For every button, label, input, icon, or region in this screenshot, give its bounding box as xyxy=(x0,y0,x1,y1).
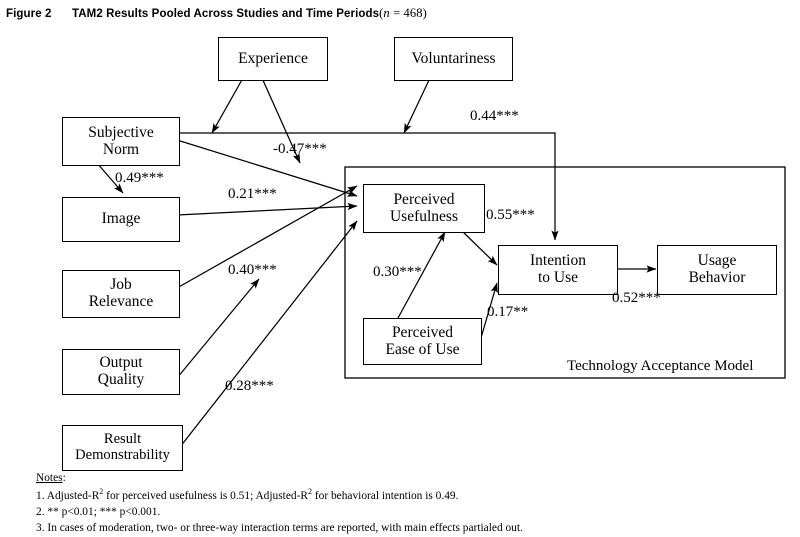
node-usage-behavior-label-2: Behavior xyxy=(688,269,746,286)
node-subjective-norm-label-2: Norm xyxy=(102,140,140,158)
note-1-pre: Adjusted-R xyxy=(46,489,100,502)
note-item-3: 3. In cases of moderation, two- or three… xyxy=(36,520,756,536)
node-perceived-usefulness[interactable]: Perceived Usefulness xyxy=(363,184,485,233)
node-usage-behavior[interactable]: Usage Behavior xyxy=(657,245,777,295)
node-job-relevance-label-2: Relevance xyxy=(88,293,154,310)
node-perceived-usefulness-label-2: Usefulness xyxy=(389,207,459,225)
node-intention-to-use[interactable]: Intention to Use xyxy=(498,245,618,295)
path-label-peou-to-pu: 0.30*** xyxy=(373,264,422,280)
note-2-text: ** p<0.01; *** p<0.001. xyxy=(47,506,161,519)
node-usage-behavior-label-1: Usage xyxy=(697,252,737,270)
path-label-experience-moderation: -0.47*** xyxy=(273,141,327,157)
path-label-resultdemo-to-pu: 0.28*** xyxy=(225,378,274,394)
note-1-sup2: 2 xyxy=(307,487,312,497)
note-2-number: 2. xyxy=(36,506,45,519)
node-result-demonstrability-label-1: Result xyxy=(103,431,142,448)
note-1-post: for behavioral intention is 0.49. xyxy=(311,489,459,502)
figure-n-open: ( xyxy=(379,6,384,20)
path-label-jobrel-outqual-to-pu: 0.40*** xyxy=(228,262,277,278)
node-subjective-norm-label-1: Subjective xyxy=(88,123,154,141)
figure-n-equals: = xyxy=(393,6,401,20)
node-image[interactable]: Image xyxy=(62,197,180,242)
node-intention-to-use-label-1: Intention xyxy=(530,252,586,270)
node-intention-to-use-label-2: to Use xyxy=(537,269,579,286)
notes-block: Notes: 1. Adjusted-R2 for perceived usef… xyxy=(36,470,756,537)
note-item-2: 2. ** p<0.01; *** p<0.001. xyxy=(36,504,756,520)
note-3-text: In cases of moderation, two- or three-wa… xyxy=(47,522,523,535)
node-output-quality[interactable]: Output Quality xyxy=(62,349,180,395)
note-1-number: 1. xyxy=(36,489,45,502)
node-perceived-usefulness-label-1: Perceived xyxy=(393,190,455,208)
node-output-quality-label-2: Quality xyxy=(97,371,145,388)
note-item-1: 1. Adjusted-R2 for perceived usefulness … xyxy=(36,486,756,504)
node-perceived-ease-of-use-label-2: Ease of Use xyxy=(385,340,460,358)
path-label-intention-to-usage: 0.52*** xyxy=(612,290,661,306)
path-label-sn-to-image: 0.49*** xyxy=(115,170,164,186)
tam-container-caption: Technology Acceptance Model xyxy=(567,358,754,374)
node-experience[interactable]: Experience xyxy=(218,37,328,81)
figure-number: Figure 2 xyxy=(6,8,52,20)
notes-heading: Notes: xyxy=(36,470,756,486)
path-label-sn-to-intention: 0.44*** xyxy=(470,108,519,124)
notes-title: Notes xyxy=(36,472,63,484)
notes-colon: : xyxy=(62,472,66,484)
figure-n-value: 468) xyxy=(403,6,427,20)
note-1-sup: 2 xyxy=(99,487,104,497)
node-result-demonstrability-label-2: Demonstrability xyxy=(75,447,170,463)
path-label-peou-to-intention: 0.17** xyxy=(487,304,529,320)
node-image-label: Image xyxy=(101,210,141,228)
node-job-relevance[interactable]: Job Relevance xyxy=(62,270,180,318)
node-output-quality-label-1: Output xyxy=(99,354,143,372)
node-voluntariness-label: Voluntariness xyxy=(411,49,496,67)
figure-n-symbol: n xyxy=(383,6,390,20)
node-experience-label: Experience xyxy=(238,49,308,67)
node-perceived-ease-of-use-label-1: Perceived xyxy=(391,323,454,341)
figure-title: TAM2 Results Pooled Across Studies and T… xyxy=(72,8,380,20)
node-perceived-ease-of-use[interactable]: Perceived Ease of Use xyxy=(363,318,482,365)
note-1-mid: for perceived usefulness is 0.51; Adjust… xyxy=(103,489,308,502)
note-3-number: 3. xyxy=(36,522,45,535)
figure-caption: Figure 2 TAM2 Results Pooled Across Studi… xyxy=(6,6,427,21)
node-result-demonstrability[interactable]: Result Demonstrability xyxy=(62,425,183,471)
path-label-image-to-pu: 0.21*** xyxy=(228,186,277,202)
node-voluntariness[interactable]: Voluntariness xyxy=(394,37,513,81)
path-label-pu-to-intention: 0.55*** xyxy=(486,207,535,223)
node-subjective-norm[interactable]: Subjective Norm xyxy=(62,117,180,166)
node-job-relevance-label-1: Job xyxy=(110,276,132,294)
